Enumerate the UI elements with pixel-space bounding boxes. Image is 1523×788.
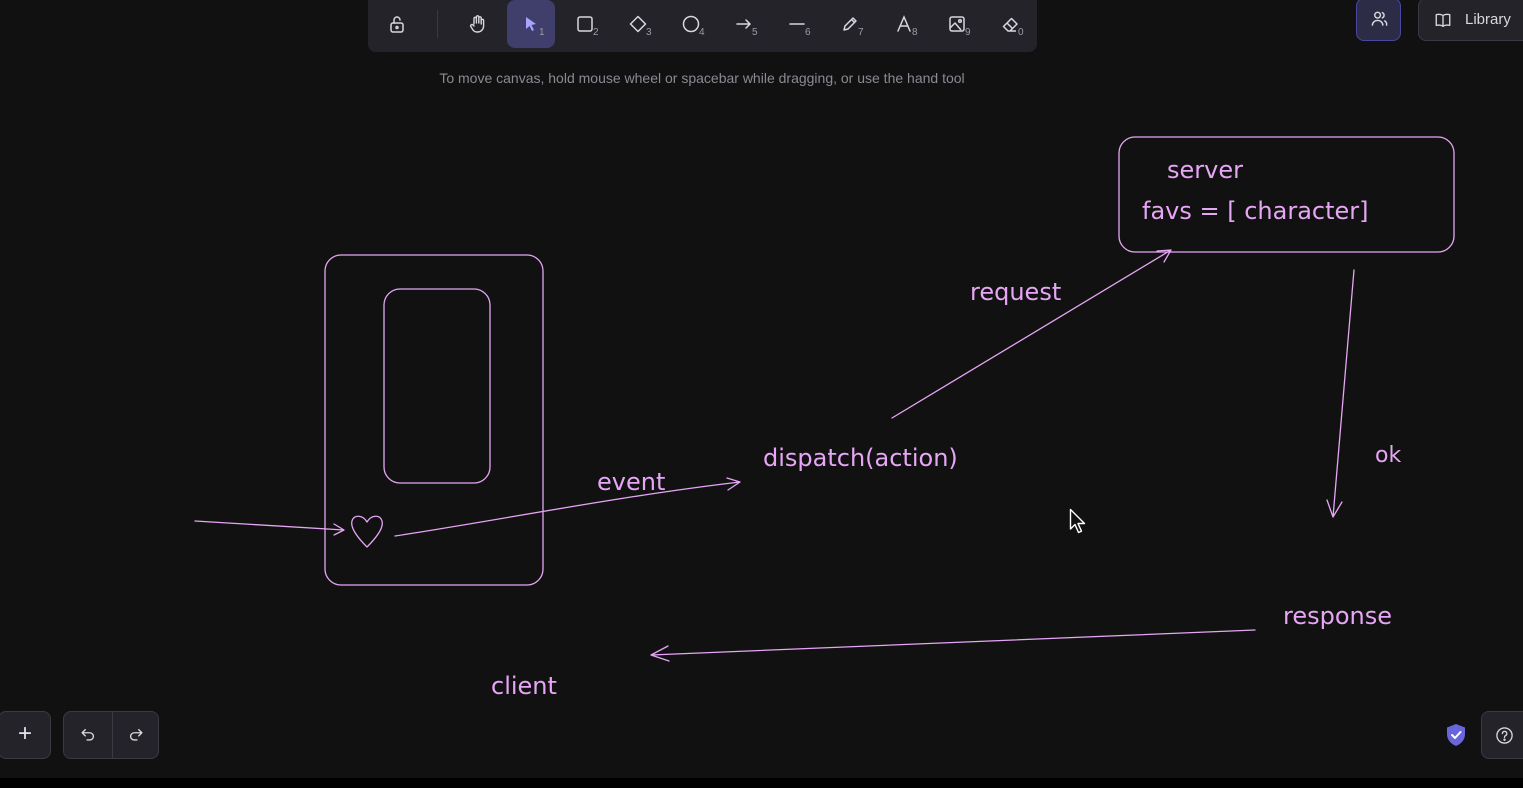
lock-open-icon <box>390 16 404 33</box>
book-icon <box>1435 13 1451 27</box>
diamond-icon <box>629 15 647 33</box>
canvas-hint: To move canvas, hold mouse wheel or spac… <box>439 70 965 86</box>
tool-text[interactable]: 8 <box>880 0 928 48</box>
shortcut-key: 9 <box>965 27 971 38</box>
tool-eraser[interactable]: 0 <box>986 0 1034 48</box>
shortcut-key: 4 <box>699 27 705 38</box>
ok-label: ok <box>1375 443 1401 468</box>
event-label: event <box>597 468 665 496</box>
tool-lock[interactable] <box>373 0 421 48</box>
arrow-right-icon <box>736 19 752 29</box>
tool-draw[interactable]: 7 <box>826 0 874 48</box>
tool-diamond[interactable]: 3 <box>614 0 662 48</box>
history-controls <box>63 711 159 759</box>
rectangle-icon <box>577 16 593 32</box>
history-divider <box>112 712 113 758</box>
ok-arrow <box>1326 269 1355 518</box>
shortcut-key: 6 <box>805 27 811 38</box>
mouse-pointer-icon <box>1069 508 1086 534</box>
zoom-controls: + <box>0 711 51 759</box>
server-label: server <box>1167 156 1243 184</box>
request-arrow <box>891 249 1172 419</box>
main-toolbar: 1 2 3 4 5 6 7 8 9 0 <box>368 0 1037 52</box>
help-button[interactable] <box>1481 711 1523 759</box>
phone-screen-rect <box>383 288 491 484</box>
library-button[interactable]: Library <box>1418 0 1523 41</box>
tool-hand[interactable] <box>454 0 502 48</box>
response-label: response <box>1283 602 1392 630</box>
tool-line[interactable]: 6 <box>773 0 821 48</box>
shortcut-key: 2 <box>593 27 599 38</box>
tool-image[interactable]: 9 <box>933 0 981 48</box>
shortcut-key: 5 <box>752 27 758 38</box>
shortcut-key: 7 <box>858 27 864 38</box>
line-icon <box>789 23 805 25</box>
users-icon <box>1371 11 1388 26</box>
shield-check-icon[interactable] <box>1443 722 1469 748</box>
event-arrow <box>394 477 741 537</box>
shortcut-key: 1 <box>539 27 545 38</box>
eraser-icon <box>1002 17 1018 32</box>
redo-icon <box>129 728 143 741</box>
tool-ellipse[interactable]: 4 <box>667 0 715 48</box>
request-label: request <box>970 278 1061 306</box>
bottom-edge-strip <box>0 778 1523 788</box>
redo-button[interactable] <box>112 712 159 758</box>
tool-arrow[interactable]: 5 <box>720 0 768 48</box>
phone-outer-rect <box>324 254 544 586</box>
plus-icon: + <box>18 720 33 747</box>
toolbar-separator <box>437 10 438 38</box>
image-icon <box>949 16 965 32</box>
server-rect <box>1118 136 1455 253</box>
response-arrow <box>650 629 1256 662</box>
collaborate-button[interactable] <box>1356 0 1401 41</box>
ellipse-icon <box>682 15 700 33</box>
pencil-icon <box>843 17 857 31</box>
tool-selection[interactable]: 1 <box>507 0 555 48</box>
heart-shape <box>351 515 383 548</box>
hand-icon <box>469 15 485 33</box>
shortcut-key: 3 <box>646 27 652 38</box>
tool-rectangle[interactable]: 2 <box>561 0 609 48</box>
library-label: Library <box>1465 11 1511 28</box>
undo-icon <box>81 728 95 741</box>
text-icon <box>897 15 911 32</box>
favs-label: favs = [ character] <box>1142 197 1369 225</box>
input-arrow <box>194 520 345 536</box>
undo-button[interactable] <box>64 712 111 758</box>
zoom-in-button[interactable]: + <box>5 712 51 758</box>
dispatch-label: dispatch(action) <box>763 444 958 472</box>
help-icon <box>1496 727 1513 744</box>
pointer-icon <box>526 17 536 31</box>
shortcut-key: 8 <box>912 27 918 38</box>
shortcut-key: 0 <box>1018 27 1024 38</box>
client-label: client <box>491 672 557 700</box>
